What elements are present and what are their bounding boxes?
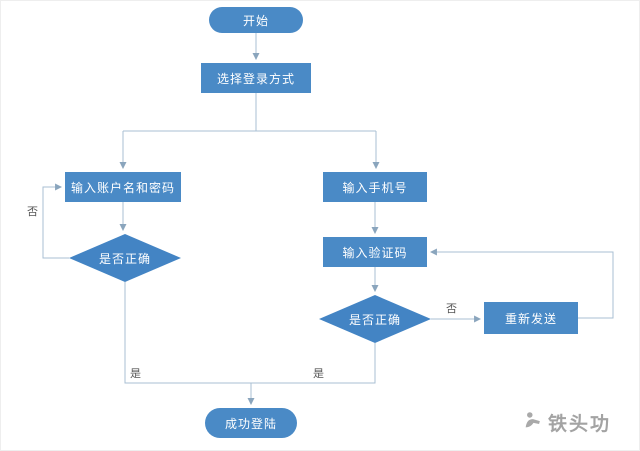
watermark-fist-icon bbox=[522, 409, 544, 436]
node-start: 开始 bbox=[209, 7, 303, 33]
node-login-success: 成功登陆 bbox=[205, 408, 297, 438]
node-choose-login-method: 选择登录方式 bbox=[201, 63, 311, 93]
watermark-text: 铁头功 bbox=[547, 414, 611, 435]
node-resend: 重新发送 bbox=[484, 302, 578, 334]
node-enter-username-password: 输入账户名和密码 bbox=[65, 172, 181, 202]
node-enter-phone-number: 输入手机号 bbox=[323, 172, 427, 202]
watermark: 铁头功 bbox=[522, 409, 611, 436]
edge-label-no-left: 否 bbox=[27, 206, 38, 218]
edge-label-no-right: 否 bbox=[446, 303, 457, 315]
node-enter-verification-code: 输入验证码 bbox=[323, 237, 427, 267]
edge-label-yes-left: 是 bbox=[130, 368, 141, 380]
edge-label-yes-right: 是 bbox=[313, 368, 324, 380]
